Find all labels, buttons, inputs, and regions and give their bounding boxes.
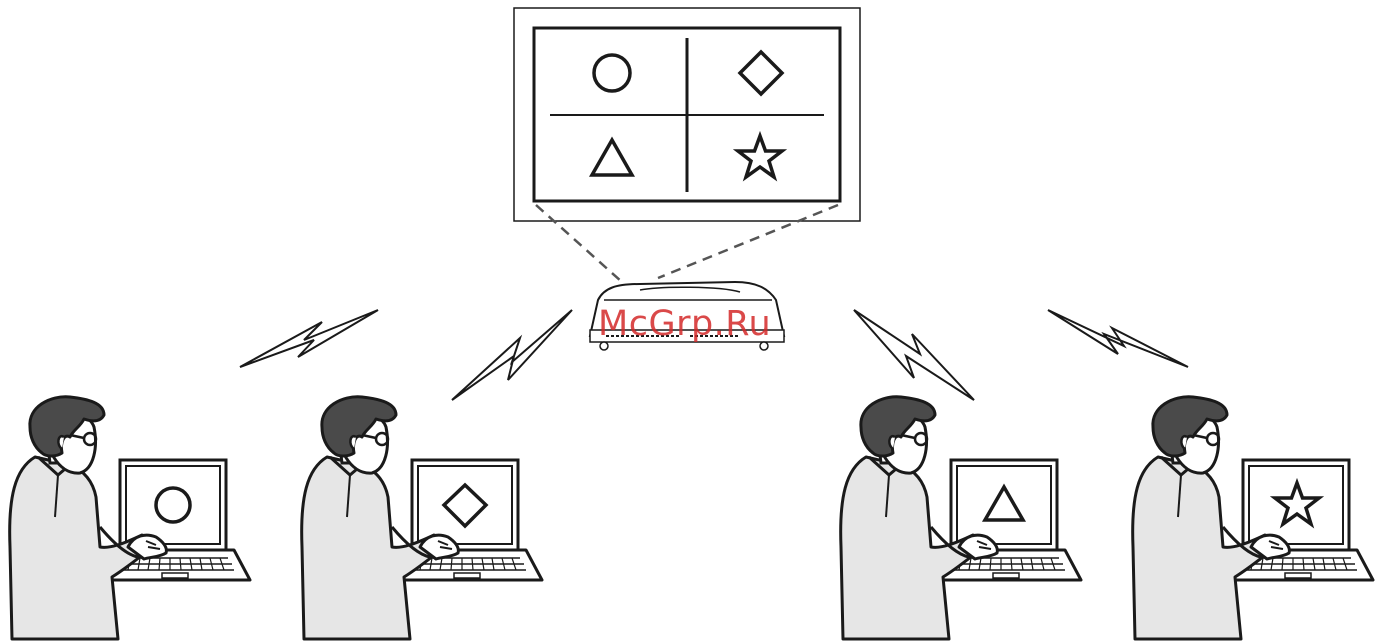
user-2 xyxy=(302,397,542,639)
projector-icon xyxy=(590,282,784,350)
user-3 xyxy=(841,397,1081,639)
projection-screen xyxy=(514,8,860,221)
wireless-signal-user-3 xyxy=(854,310,974,400)
wireless-signal-user-1 xyxy=(240,310,378,367)
wireless-signal-user-4 xyxy=(1048,310,1188,367)
user-1 xyxy=(10,397,250,639)
wireless-signal-user-2 xyxy=(452,310,572,400)
user-4 xyxy=(1133,397,1373,639)
